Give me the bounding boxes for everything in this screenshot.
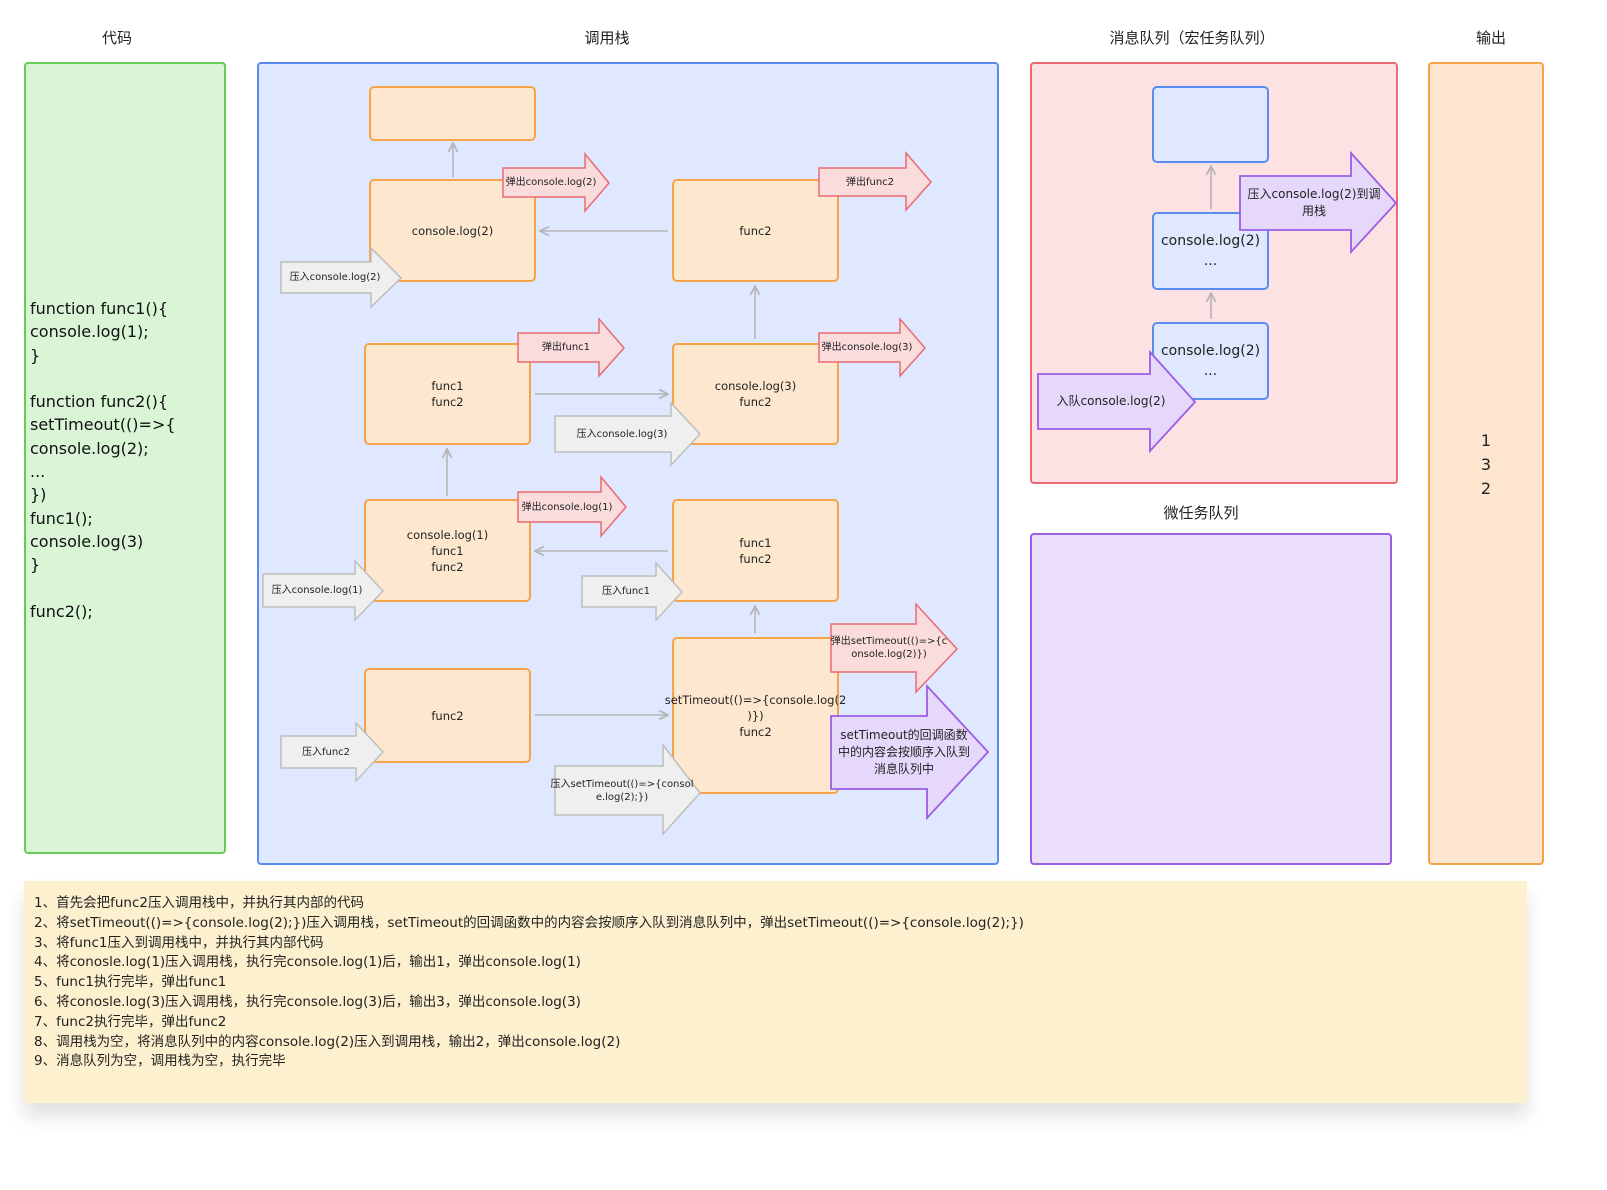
- output-values: 1 3 2: [1480, 431, 1492, 498]
- push-to-stack-label: 压入console.log(2)到调 用栈: [1247, 187, 1381, 218]
- stack-frame-empty-top: [369, 86, 536, 141]
- push-label-func1: 压入func1: [601, 586, 651, 597]
- pop-arrow-func2: [818, 150, 932, 212]
- pop-arrow-console-log-2: [502, 151, 610, 214]
- queue-item-console-log-2-top: console.log(2) ...: [1152, 212, 1269, 290]
- note-step: 9、消息队列为空，调用栈为空，执行完毕: [34, 1053, 286, 1070]
- pop-arrow-console-log-1: [517, 474, 627, 539]
- pop-label-console-log-1: 弹出console.log(1): [521, 501, 613, 513]
- stack-frame-func1-func2: func1 func2: [364, 343, 531, 445]
- pop-label-console-log-3: 弹出console.log(3): [821, 342, 913, 353]
- micro-queue-title: 微任务队列: [1163, 504, 1239, 522]
- push-arrow-console-log-3: [554, 401, 702, 467]
- note-step: 2、将setTimeout(()=>{console.log(2);})压入调用…: [34, 914, 1024, 931]
- stack-frame-console-log-3: console.log(3) func2: [672, 343, 839, 445]
- push-label-console-log-3: 压入console.log(3): [576, 428, 668, 440]
- stack-frame-func1-func2-right: func1 func2: [672, 499, 839, 602]
- steps-notes: 1、首先会把func2压入调用栈中，并执行其内部的代码 2、将setTimeou…: [24, 881, 1527, 1103]
- pop-arrow-settimeout: [830, 602, 959, 694]
- enqueue-console-log-2-arrow: [1037, 349, 1197, 454]
- push-label-console-log-1: 压入console.log(1): [271, 585, 363, 596]
- code-listing: function func1(){ console.log(1); } func…: [30, 299, 176, 621]
- micro-task-queue-panel: [1030, 533, 1392, 865]
- note-step: 7、func2执行完毕，弹出func2: [34, 1013, 227, 1030]
- push-to-stack-arrow: [1239, 150, 1398, 255]
- enqueue-console-log-2-label: 入队console.log(2): [1056, 394, 1166, 408]
- note-step: 1、首先会把func2压入调用栈中，并执行其内部的代码: [34, 895, 364, 911]
- stack-frame-settimeout: setTimeout(()=>{console.log(2 )}) func2: [665, 637, 846, 794]
- stack-frame-func2-top: func2: [672, 179, 839, 282]
- push-arrow-console-log-1: [262, 559, 385, 622]
- pop-label-settimeout: 弹出setTimeout(()=>{c onsole.log(2)}): [830, 636, 948, 660]
- stack-frame-func2-bottom: func2: [364, 668, 531, 763]
- enqueue-note-arrow: [830, 683, 990, 821]
- enqueue-note-label: setTimeout的回调函数 中的内容会按顺序入队到 消息队列中: [837, 728, 970, 776]
- queue-item-empty: [1152, 86, 1269, 163]
- output-panel: [1428, 62, 1544, 865]
- push-arrow-console-log-2: [280, 246, 403, 309]
- pop-arrow-console-log-3: [818, 316, 926, 378]
- push-label-settimeout: 压入setTimeout(()=>{consol e.log(2);}): [550, 778, 694, 803]
- pop-label-func2: 弹出func2: [845, 176, 895, 188]
- push-label-console-log-2: 压入console.log(2): [289, 272, 381, 283]
- push-arrow-func1: [581, 561, 684, 622]
- push-arrow-settimeout: [554, 742, 701, 836]
- note-step: 8、调用栈为空，将消息队列中的内容console.log(2)压入到调用栈，输出…: [34, 1033, 621, 1050]
- pop-label-func1: 弹出func1: [541, 342, 591, 353]
- stack-frame-console-log-1: console.log(1) func1 func2: [364, 499, 531, 602]
- code-panel: [24, 62, 226, 854]
- note-step: 6、将conosle.log(3)压入调用栈，执行完console.log(3)…: [34, 993, 581, 1010]
- note-step: 4、将conosle.log(1)压入调用栈，执行完console.log(1)…: [34, 954, 581, 971]
- note-step: 5、func1执行完毕，弹出func1: [34, 974, 227, 991]
- push-arrow-func2: [280, 721, 385, 783]
- code-title: 代码: [101, 29, 132, 47]
- pop-label-console-log-2: 弹出console.log(2): [505, 177, 597, 188]
- call-stack-title: 调用栈: [584, 29, 630, 47]
- push-label-func2: 压入func2: [301, 746, 351, 758]
- note-step: 3、将func1压入到调用栈中，并执行其内部代码: [34, 934, 324, 951]
- pop-arrow-func1: [517, 316, 625, 378]
- output-title: 输出: [1475, 29, 1506, 47]
- macro-queue-title: 消息队列（宏任务队列）: [1109, 29, 1275, 47]
